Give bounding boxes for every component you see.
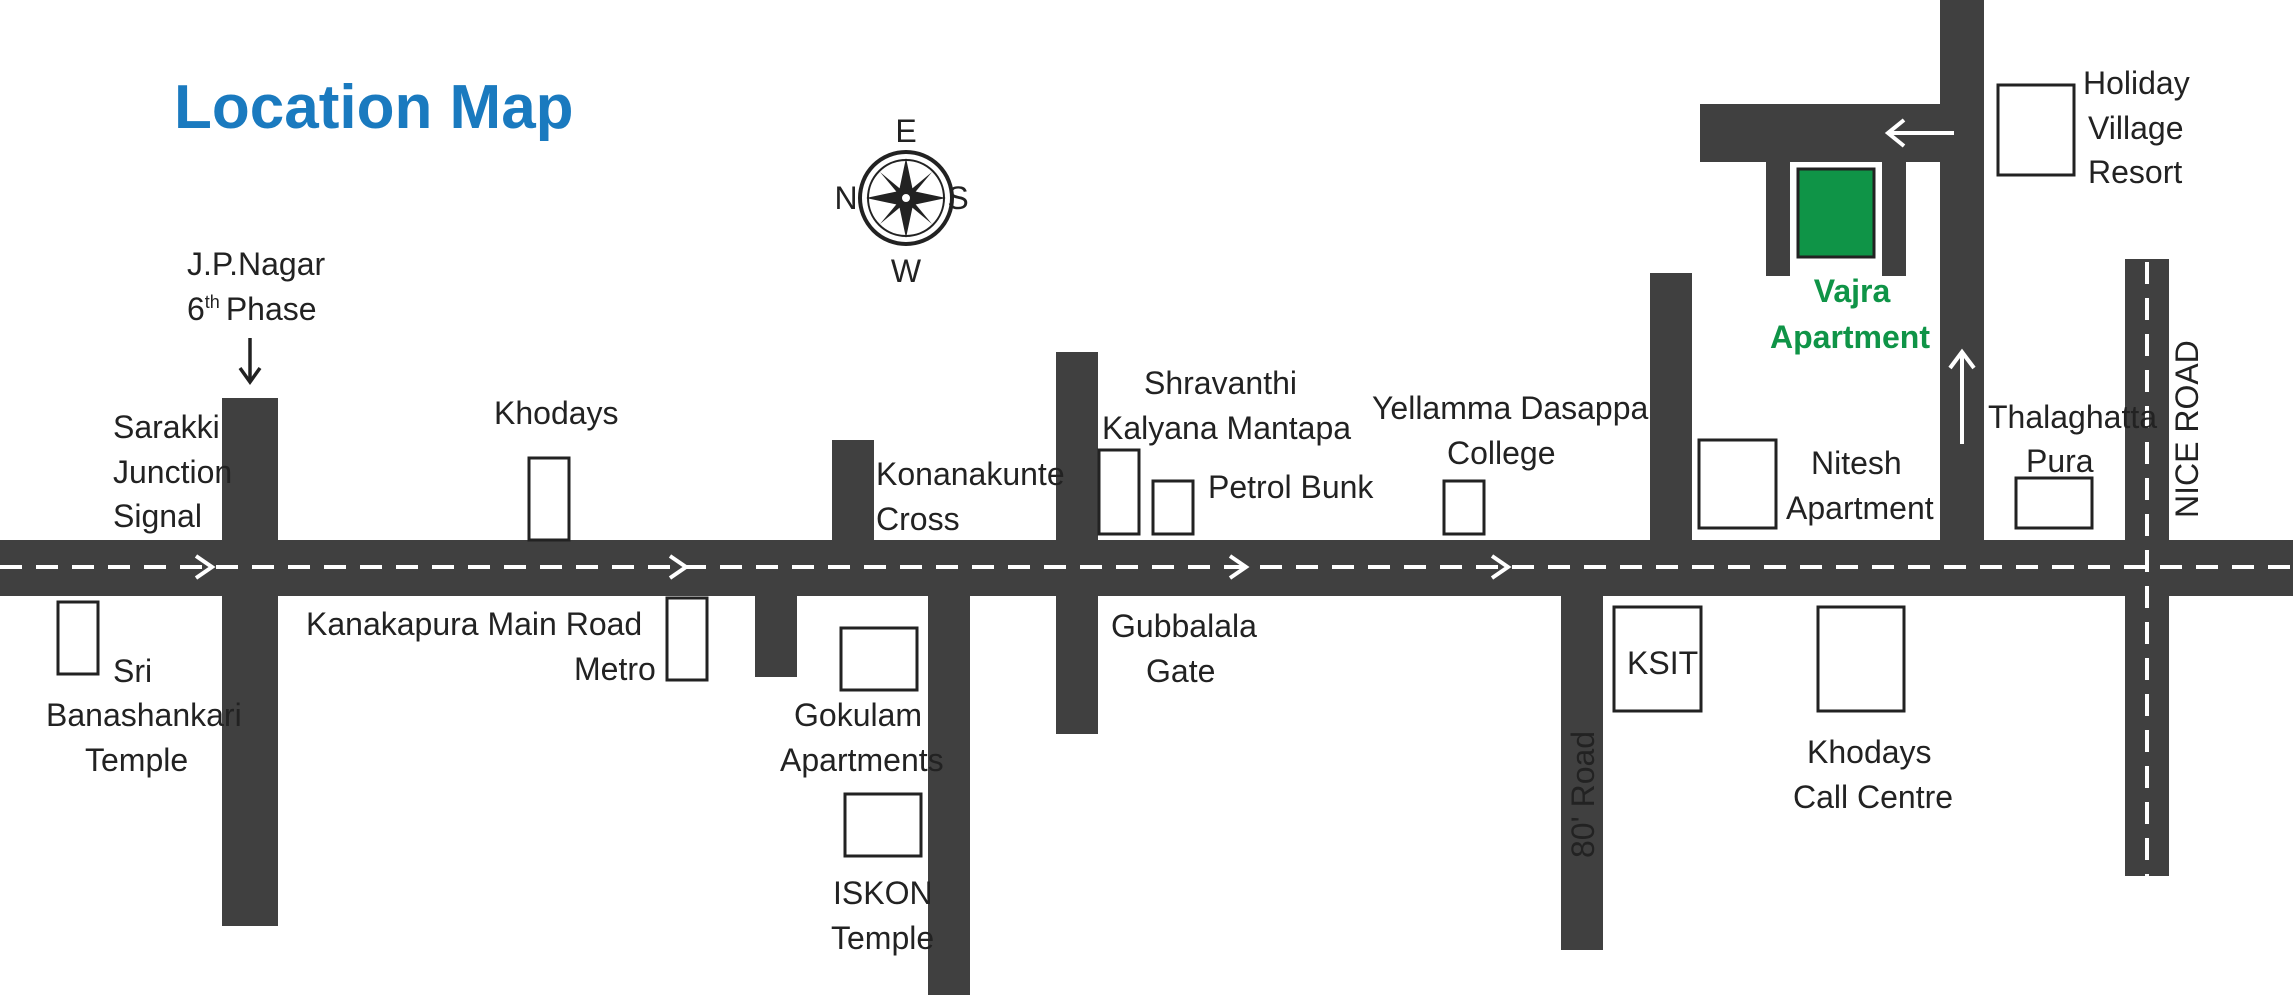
building-gokulam	[839, 626, 919, 692]
label-gokulam-1: Gokulam	[794, 697, 922, 733]
building-nitesh	[1697, 438, 1778, 530]
label-khodays: Khodays	[494, 395, 619, 431]
label-ksit: KSIT	[1627, 645, 1698, 681]
label-khodays-call-2: Call Centre	[1793, 779, 1953, 815]
building-yellamma	[1442, 479, 1486, 536]
building-petrol-bunk	[1151, 479, 1195, 536]
road-vajra-left-arm	[1766, 158, 1790, 276]
arrow-down-icon	[238, 338, 262, 386]
label-nitesh-2: Apartment	[1786, 490, 1934, 526]
label-gubbalala-2: Gate	[1146, 653, 1215, 689]
road-vajra-right-arm	[1882, 158, 1906, 276]
road-sarakki	[222, 398, 278, 926]
road-vajra-north	[1940, 0, 1984, 544]
label-banashankari-1: Sri	[113, 653, 152, 689]
building-banashankari	[56, 600, 100, 676]
label-yellamma-1: Yellamma Dasappa	[1372, 390, 1649, 426]
label-iskon-2: Temple	[831, 920, 934, 956]
road-konanakunte-north	[832, 440, 874, 544]
label-konanakunte-1: Konanakunte	[876, 456, 1065, 492]
label-shravanthi-1: Shravanthi	[1144, 365, 1297, 401]
building-iskon	[843, 792, 923, 858]
arrow-right-icon	[194, 554, 216, 580]
compass-right-label: S	[947, 180, 968, 216]
building-vajra-apartment	[1796, 167, 1876, 259]
arrow-right-icon	[1490, 554, 1512, 580]
label-vajra-line2: Apartment	[1770, 319, 1930, 355]
label-khodays-call-1: Khodays	[1807, 734, 1932, 770]
road-gubbalala	[1056, 352, 1098, 734]
label-metro: Metro	[574, 651, 656, 687]
building-holiday-village	[1996, 83, 2076, 177]
road-iskon	[928, 592, 970, 995]
arrow-right-icon	[1228, 554, 1250, 580]
label-nice-road: NICE ROAD	[2169, 340, 2205, 518]
building-metro	[665, 596, 709, 682]
building-thalaghatta	[2014, 476, 2094, 530]
label-kanakapura-main-road: Kanakapura Main Road	[306, 606, 642, 642]
label-gubbalala-1: Gubbalala	[1111, 608, 1257, 644]
compass-top-label: E	[895, 113, 916, 149]
label-vajra-line1: Vajra	[1814, 273, 1891, 309]
label-shravanthi-2: Kalyana Mantapa	[1102, 410, 1351, 446]
label-sarakki-3: Signal	[113, 498, 202, 534]
label-banashankari-2: Banashankari	[46, 697, 242, 733]
buildings	[56, 83, 2094, 858]
label-holiday-2: Village	[2088, 110, 2183, 146]
label-thalaghatta-1: Thalaghatta	[1988, 399, 2157, 435]
label-yellamma-2: College	[1447, 435, 1556, 471]
label-sarakki-2: Junction	[113, 454, 232, 490]
label-holiday-1: Holiday	[2083, 65, 2190, 101]
compass-bottom-label: W	[891, 253, 922, 289]
label-holiday-3: Resort	[2088, 154, 2182, 190]
label-gokulam-2: Apartments	[780, 742, 944, 778]
road-north-nitesh	[1650, 273, 1692, 544]
label-banashankari-3: Temple	[85, 742, 188, 778]
label-thalaghatta-2: Pura	[2026, 443, 2094, 479]
building-shravanthi	[1097, 448, 1141, 536]
road-south-metro	[755, 592, 797, 677]
label-iskon-1: ISKON	[833, 875, 933, 911]
building-khodays-call	[1816, 605, 1906, 713]
label-konanakunte-2: Cross	[876, 501, 960, 537]
arrow-left-icon	[1884, 118, 1954, 148]
arrow-up-icon	[1948, 348, 1976, 444]
building-khodays	[527, 456, 571, 542]
compass-left-label: N	[834, 180, 857, 216]
direction-arrows	[194, 118, 1976, 580]
arrow-right-icon	[668, 554, 690, 580]
label-sarakki-1: Sarakki	[113, 409, 220, 445]
label-jp-nagar-line1: J.P.Nagar	[187, 246, 326, 282]
label-eighty-feet-road: 80' Road	[1565, 731, 1601, 858]
road-eighty-feet	[1561, 592, 1603, 950]
label-nitesh-1: Nitesh	[1811, 445, 1902, 481]
building-ksit	[1612, 605, 1703, 713]
label-petrol-bunk: Petrol Bunk	[1208, 469, 1374, 505]
map-title: Location Map	[174, 73, 574, 142]
compass-icon: E N S W	[834, 113, 968, 289]
